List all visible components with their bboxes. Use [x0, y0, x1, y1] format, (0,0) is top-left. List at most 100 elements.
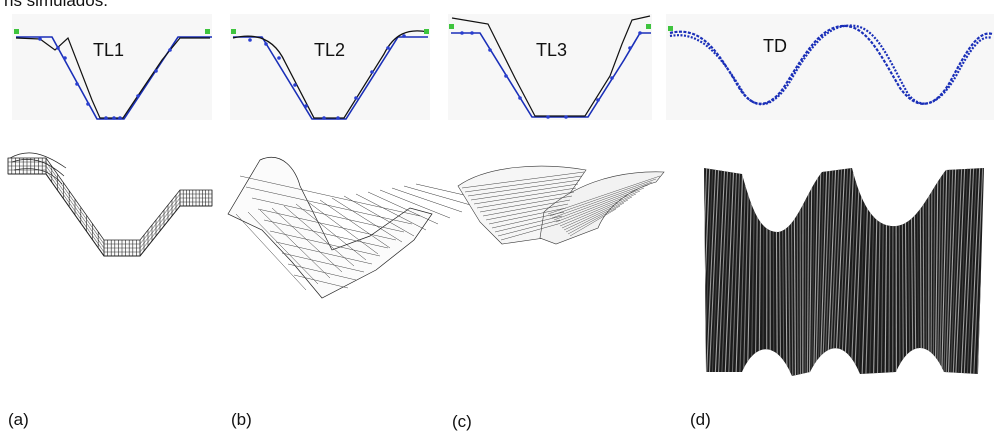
mesh-tl2-rib — [343, 195, 415, 237]
mesh-tl1-longitudinal — [8, 161, 212, 245]
mesh-tl1 — [7, 152, 213, 257]
profile-tl1-background — [12, 14, 212, 120]
mesh-td-stripe — [727, 168, 738, 376]
mesh-td-stripe — [739, 168, 747, 376]
profile-tl1-node — [38, 37, 42, 41]
mesh-td-stripe — [717, 168, 729, 376]
mesh-td-stripe — [934, 168, 939, 376]
profile-tl3-node — [596, 98, 600, 102]
mesh-tl2-rib — [259, 209, 331, 279]
profile-tl2-fixed-node-left — [231, 29, 236, 34]
profile-tl3-node — [504, 74, 508, 78]
profile-tl2-node — [354, 96, 358, 100]
mesh-tl3-strip — [473, 187, 577, 205]
mesh-tl2-crossline — [263, 219, 389, 249]
mesh-tl2-rib — [331, 197, 403, 243]
profile-tl2 — [230, 14, 430, 120]
mesh-td-stripe — [847, 168, 858, 376]
mesh-tl2-rib — [235, 213, 307, 291]
mesh-tl3-strip — [479, 195, 573, 213]
profile-td-background — [666, 14, 994, 120]
mesh-td-stripe — [966, 168, 978, 376]
mesh-td-stripe — [808, 168, 813, 376]
profile-tl2-node — [336, 116, 340, 120]
profile-tl1-node — [168, 48, 172, 52]
mesh-td-stripe — [815, 168, 822, 376]
mesh-td-stripes — [704, 168, 984, 376]
mesh-td-stripe — [806, 168, 810, 376]
mesh-tl3-ribs — [461, 171, 661, 241]
mesh-tl2-crossline — [239, 175, 421, 217]
mesh-tl2-rib — [247, 211, 319, 285]
mesh-td-stripe — [821, 168, 831, 376]
mesh-tl3-strip — [467, 179, 581, 197]
mesh-td-stripe — [941, 168, 948, 376]
profile-td-simulated-line — [669, 24, 993, 106]
mesh-tl2-crossline — [245, 186, 413, 225]
mesh-td-stripe — [813, 168, 819, 376]
mesh-td-stripe — [960, 168, 972, 376]
mesh-td-stripe — [705, 168, 717, 376]
mesh-td-stripe — [724, 168, 735, 376]
mesh-tl3-strip — [549, 178, 657, 217]
profile-tl1-simulated-line — [15, 36, 210, 119]
profile-td — [666, 14, 994, 120]
mesh-tl3-strip — [565, 202, 625, 233]
mesh-tl3-right-face — [539, 171, 665, 245]
profile-tl3-node — [638, 31, 642, 35]
mesh-td-stripe — [826, 168, 837, 376]
mesh-td-stripe — [963, 168, 975, 376]
profile-tl1-node — [75, 82, 79, 86]
mesh-td-stripe — [819, 168, 828, 376]
mesh-td-stripe — [943, 168, 951, 376]
mesh-tl2-crossline — [287, 263, 357, 281]
profile-tl1-node — [112, 116, 116, 120]
caption-fragment: ns simulados. — [4, 0, 108, 10]
mesh-td-stripe — [936, 168, 942, 376]
mesh-td-stripe — [824, 168, 834, 376]
mesh-td-stripe — [969, 168, 981, 376]
mesh-tl2-ribs — [235, 175, 487, 291]
tag-tl2: TL2 — [314, 40, 346, 60]
mesh-tl3-strip — [555, 187, 645, 223]
mesh-tl3-strip — [563, 199, 629, 231]
mesh-td-stripe — [850, 168, 861, 376]
profile-tl1-node — [104, 116, 108, 120]
mesh-td-stripe — [952, 168, 963, 376]
mesh-tl3-strip — [569, 208, 617, 237]
mesh-td-stripe — [945, 168, 954, 376]
mesh-td-stripe — [711, 168, 723, 376]
mesh-tl2-outline — [227, 157, 433, 299]
mesh-td-stripe — [938, 168, 945, 376]
profile-td-fixed-node — [668, 26, 673, 31]
panel-label-b: (b) — [231, 410, 252, 429]
profile-tl1-node — [63, 56, 67, 60]
mesh-tl2-crossline — [257, 208, 397, 241]
mesh-tl3-strip — [547, 175, 661, 215]
profile-tl1-node — [118, 116, 122, 120]
panel-label-c: (c) — [452, 412, 472, 431]
mesh-td-stripe — [829, 168, 840, 376]
mesh-tl2-rib — [271, 207, 343, 273]
mesh-td-stripe — [843, 168, 855, 376]
mesh-td-stripe — [950, 168, 960, 376]
mesh-tl2-rib — [295, 203, 367, 261]
mesh-td-stripe — [947, 168, 957, 376]
mesh-tl3-strip — [561, 196, 633, 229]
mesh-tl3-strip — [488, 207, 567, 225]
mesh-tl3-strip — [497, 219, 561, 237]
mesh-tl2-rib — [367, 191, 439, 225]
profile-tl1-node — [154, 69, 158, 73]
profile-tl1-fixed-node-left — [14, 29, 19, 34]
profile-tl3-simulated-line — [451, 15, 651, 117]
mesh-tl2-crossline — [293, 274, 349, 289]
mesh-tl2-crossline — [251, 197, 405, 233]
profile-tl2-node — [248, 38, 252, 42]
panel-label-d: (d) — [690, 410, 711, 429]
mesh-td-stripe — [708, 168, 720, 376]
panel-label-a: (a) — [8, 410, 29, 429]
profile-tl1-fixed-node-right — [205, 29, 210, 34]
profile-tl3-node — [628, 46, 632, 50]
profile-tl3-node — [564, 115, 568, 119]
